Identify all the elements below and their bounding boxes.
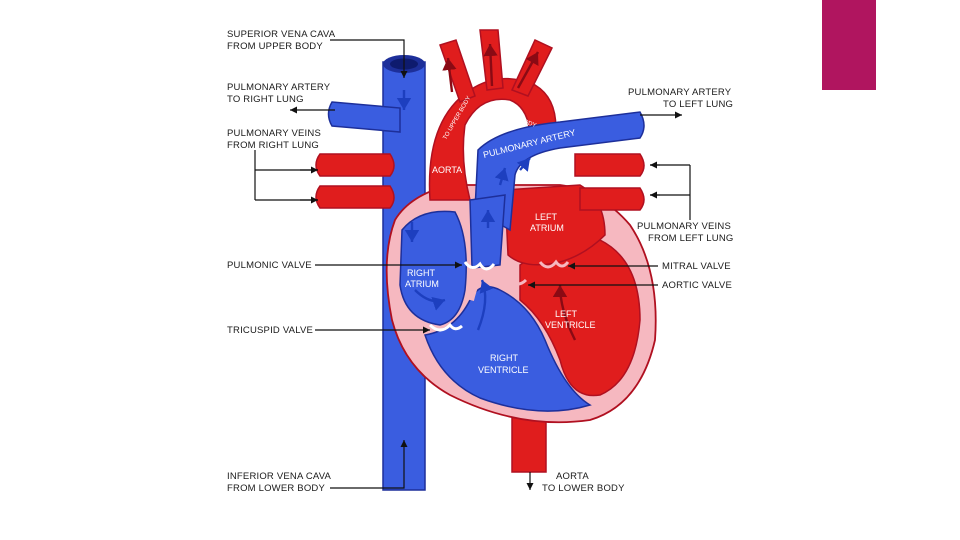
tricuspid-valve <box>428 322 463 332</box>
label-pulmonic-valve: PULMONIC VALVE <box>227 260 312 271</box>
pulmonary-vein-left-lower <box>579 187 645 211</box>
label-inferior-vena-cava-1: INFERIOR VENA CAVA <box>227 471 332 482</box>
aortic-valve <box>508 278 528 286</box>
label-pulmonary-artery-left-2: TO LEFT LUNG <box>663 99 733 110</box>
label-right-atrium-2: ATRIUM <box>405 279 439 289</box>
pulmonary-artery-right <box>327 101 401 133</box>
label-pulmonary-veins-right-2: FROM RIGHT LUNG <box>227 140 319 151</box>
pulmonary-outflow <box>469 194 506 269</box>
label-aorta-lower-1: AORTA <box>556 471 589 482</box>
pulmonary-vein-left-upper <box>574 153 645 177</box>
label-left-atrium-1: LEFT <box>535 212 558 222</box>
label-right-ventricle-2: VENTRICLE <box>478 365 529 375</box>
mitral-valve <box>538 259 570 269</box>
label-inferior-vena-cava-2: FROM LOWER BODY <box>227 483 325 494</box>
label-superior-vena-cava-1: SUPERIOR VENA CAVA <box>227 29 336 40</box>
label-right-ventricle-1: RIGHT <box>490 353 519 363</box>
aorta-branch-1 <box>439 39 476 103</box>
label-left-ventricle-1: LEFT <box>555 309 578 319</box>
label-left-ventricle-2: VENTRICLE <box>545 320 596 330</box>
label-aortic-valve: AORTIC VALVE <box>662 280 732 291</box>
pulmonary-vein-right-upper <box>315 153 395 177</box>
label-pulmonary-veins-left-1: PULMONARY VEINS <box>637 221 731 232</box>
label-pulmonary-veins-left-2: FROM LEFT LUNG <box>648 233 734 244</box>
label-aorta-lower-2: TO LOWER BODY <box>542 483 625 494</box>
label-pulmonary-artery-left-1: PULMONARY ARTERY <box>628 87 732 98</box>
label-mitral-valve: MITRAL VALVE <box>662 261 731 272</box>
pulmonary-vein-right-lower <box>315 185 395 209</box>
label-right-atrium-1: RIGHT <box>407 268 436 278</box>
label-left-atrium-2: ATRIUM <box>530 223 564 233</box>
label-tricuspid-valve: TRICUSPID VALVE <box>227 325 313 336</box>
pulmonic-valve <box>463 261 496 271</box>
accent-block <box>822 0 876 90</box>
label-pulmonary-artery-right-1: PULMONARY ARTERY <box>227 82 331 93</box>
label-pulmonary-veins-right-1: PULMONARY VEINS <box>227 128 321 139</box>
label-superior-vena-cava-2: FROM UPPER BODY <box>227 41 323 52</box>
label-aorta-inner: AORTA <box>432 165 462 175</box>
label-pulmonary-artery-right-2: TO RIGHT LUNG <box>227 94 304 105</box>
